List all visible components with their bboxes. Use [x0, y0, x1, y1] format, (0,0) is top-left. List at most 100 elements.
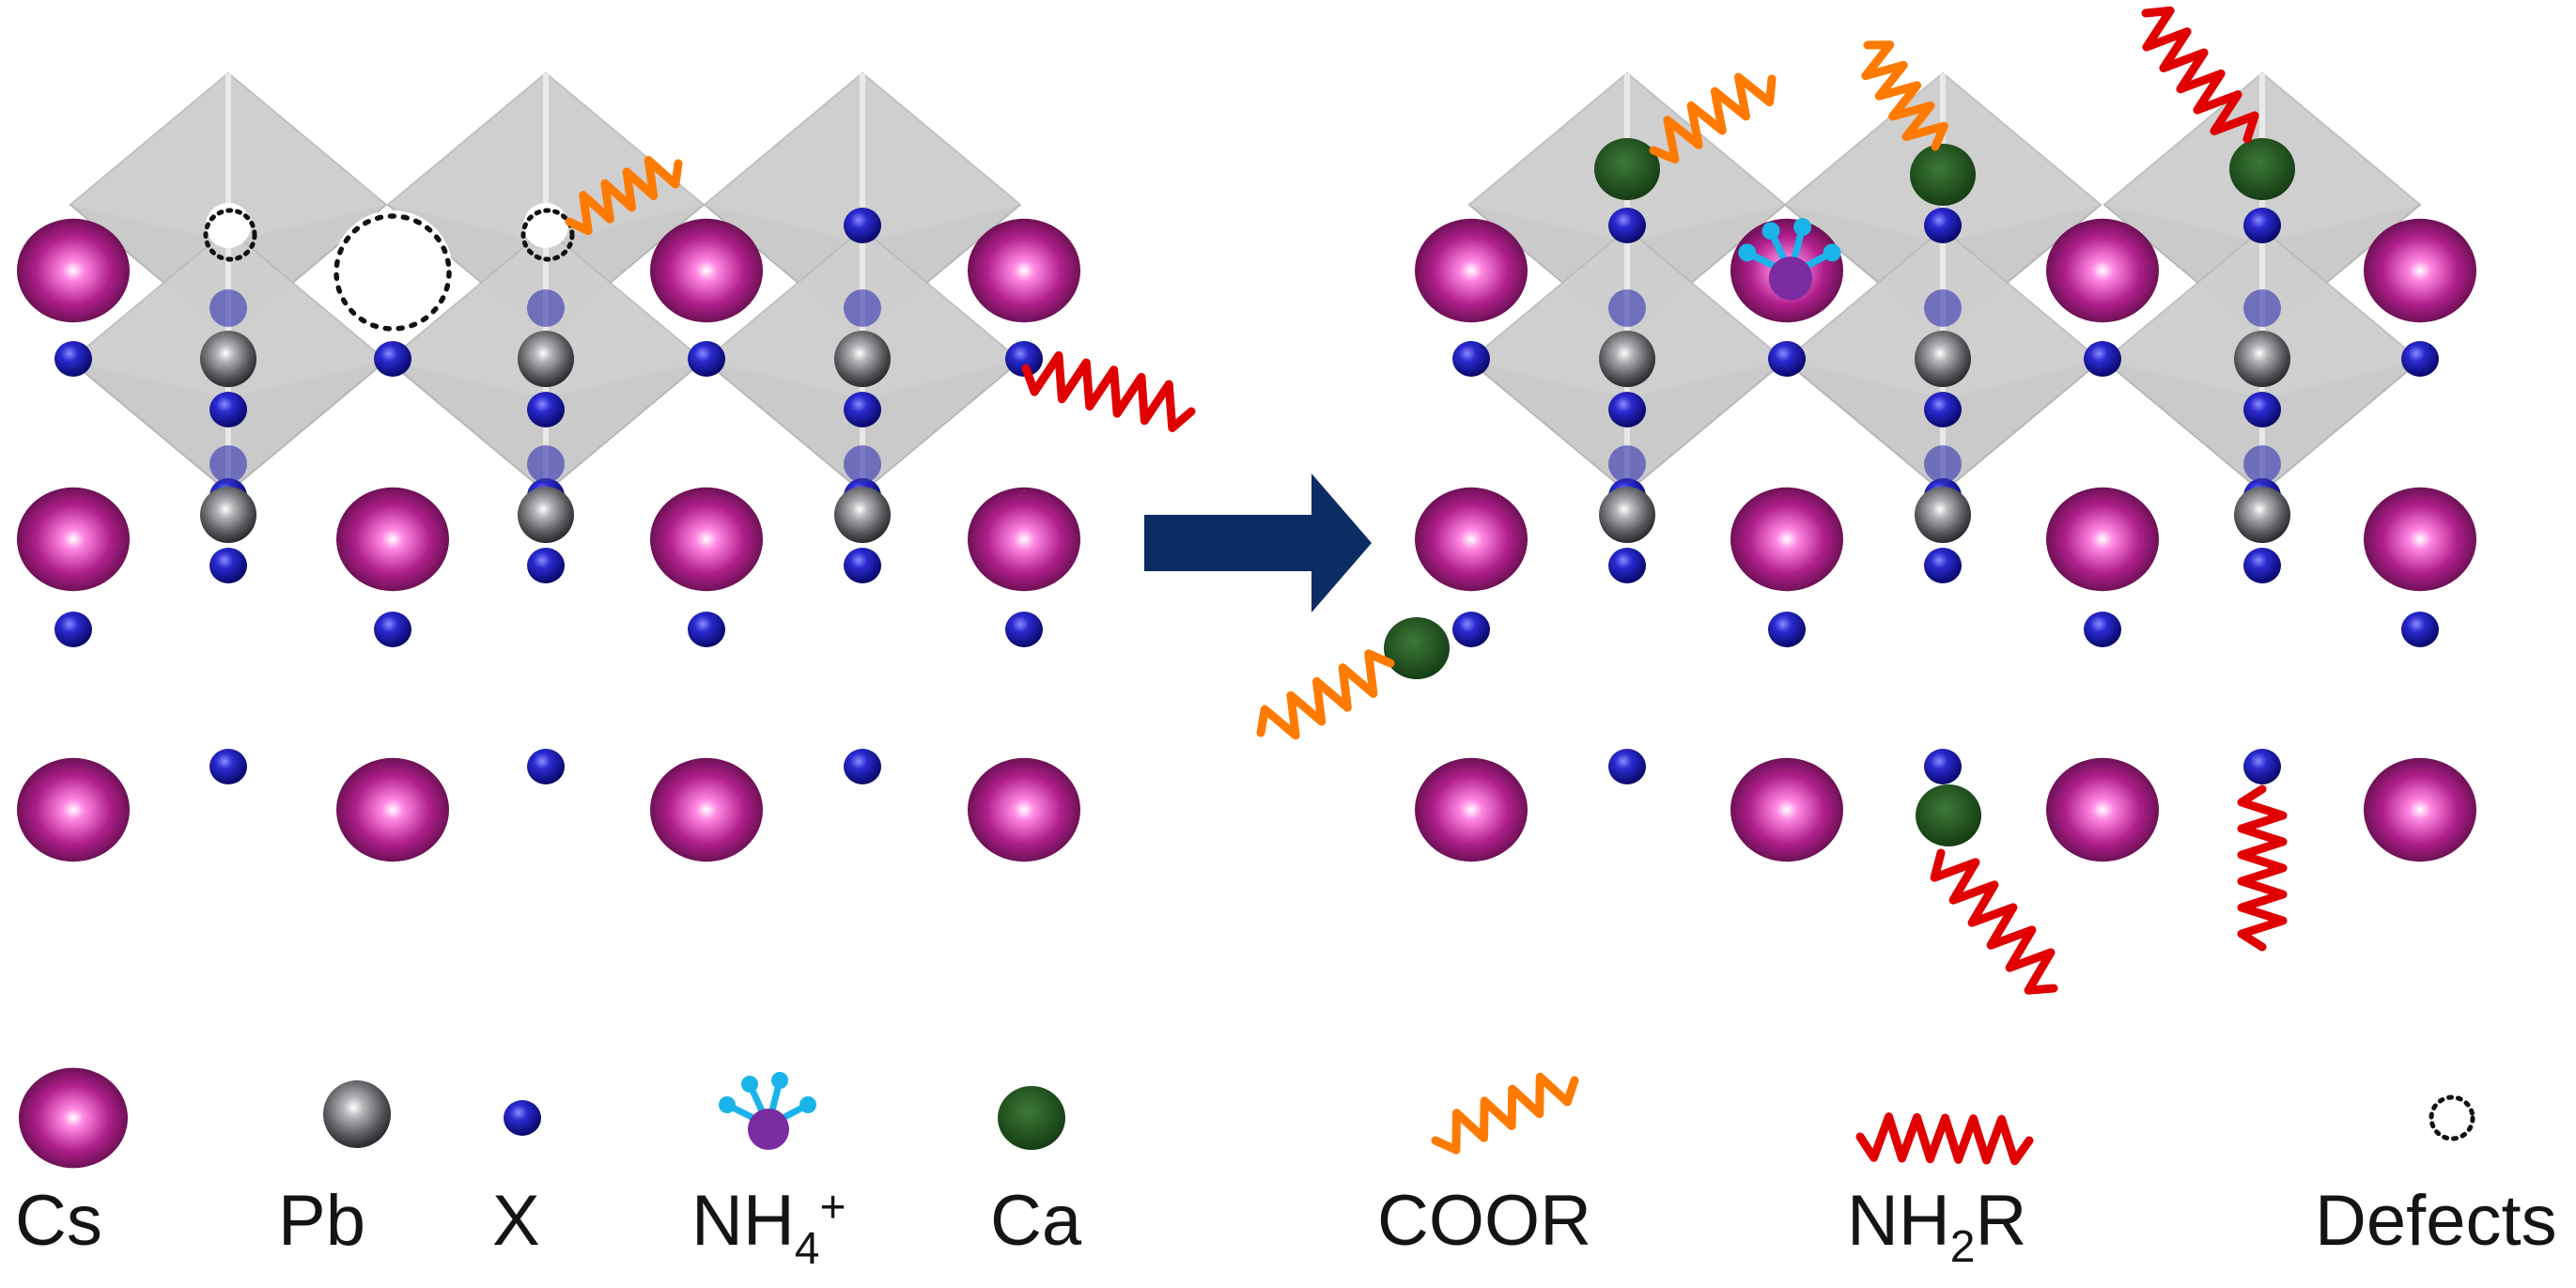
legend-nh2r-icon	[1855, 1112, 2034, 1166]
pb-atom	[834, 487, 891, 543]
x-atom	[504, 1100, 541, 1136]
pb-atom	[518, 331, 574, 387]
pb-atom	[1915, 487, 1971, 543]
x-atom	[1452, 612, 1490, 647]
cs-atom	[17, 757, 130, 862]
legend-label-ca: Ca	[990, 1181, 1082, 1261]
x-atom	[1608, 208, 1646, 243]
cs-atom	[1415, 487, 1528, 592]
legend-label-x: X	[492, 1181, 540, 1261]
pb-atom	[1599, 331, 1655, 387]
octahedron	[703, 71, 1022, 338]
cs-atom	[650, 218, 763, 323]
x-atom	[54, 612, 92, 647]
nh2r-ligand	[1930, 848, 2058, 995]
cs-atom	[650, 487, 763, 592]
cs-atom	[2364, 757, 2476, 862]
x-atom-back	[209, 289, 247, 327]
ca-atom	[998, 1086, 1065, 1150]
pb-atom	[2234, 331, 2290, 387]
x-atom	[1005, 341, 1043, 377]
x-atom-back	[1924, 445, 1962, 483]
vacancy-mask	[333, 210, 453, 331]
x-atom	[1452, 341, 1490, 377]
x-atom	[1768, 341, 1806, 377]
ligands-and-defects-layer	[203, 6, 2475, 1166]
nh4-molecule	[719, 1072, 816, 1150]
cs-atom	[17, 487, 130, 592]
defect-dotted-circle-icon	[2429, 1094, 2475, 1141]
legend-coor-icon	[1431, 1072, 1579, 1155]
pb-atom	[834, 331, 891, 387]
ca-atom	[1594, 138, 1660, 200]
x-atom	[844, 208, 881, 243]
pb-atom	[1599, 487, 1655, 543]
pb-atom	[518, 487, 574, 543]
x-atom	[1005, 612, 1043, 647]
x-atom	[2401, 341, 2439, 377]
defect-dotted-circle-icon	[203, 208, 257, 262]
cs-atom	[336, 487, 449, 592]
nh4-molecule	[1738, 218, 1841, 301]
x-atom	[209, 548, 247, 583]
x-atom	[844, 392, 881, 427]
nh2r-ligand	[1021, 350, 1196, 432]
x-atom	[688, 341, 725, 377]
cs-atom	[1730, 757, 1843, 862]
x-atom-back	[1608, 289, 1646, 327]
x-atom	[2084, 341, 2121, 377]
x-atom	[209, 749, 247, 784]
x-atom	[844, 749, 881, 784]
cs-atom	[2364, 218, 2476, 323]
cs-atom	[1415, 757, 1528, 862]
legend-label-coor: COOR	[1377, 1181, 1591, 1261]
x-atom-back	[1608, 445, 1646, 483]
legend-label-nh4: NH4+	[691, 1181, 846, 1274]
cs-atom	[968, 218, 1080, 323]
pb-atom	[2234, 487, 2290, 543]
legend-label-pb: Pb	[278, 1181, 365, 1261]
x-atom	[527, 749, 565, 784]
x-atom	[374, 612, 411, 647]
x-atom-back	[1924, 289, 1962, 327]
x-atom-back	[844, 289, 881, 327]
x-atom	[1608, 749, 1646, 784]
x-atom	[2084, 612, 2121, 647]
cs-atom	[336, 757, 449, 862]
x-atom	[2243, 548, 2281, 583]
coor-ligand	[1861, 40, 1948, 151]
defect-dotted-circle-icon	[334, 213, 452, 332]
legend-label-cs: Cs	[15, 1181, 102, 1261]
ca-atom	[1384, 617, 1450, 679]
cs-atom	[2364, 487, 2476, 592]
defect-dotted-circle-icon	[520, 208, 575, 262]
x-atom	[1924, 208, 1962, 243]
x-atom-back	[844, 445, 881, 483]
x-atom	[1768, 612, 1806, 647]
coor-ligand	[1649, 72, 1777, 163]
x-atom	[1608, 392, 1646, 427]
cs-atom	[2046, 487, 2159, 592]
x-atom	[1608, 548, 1646, 583]
cs-atom	[2046, 218, 2159, 323]
x-atom	[54, 341, 92, 377]
legend-label-defects: Defects	[2315, 1181, 2557, 1261]
cs-atom	[1730, 487, 1843, 592]
transform-right-arrow-icon	[1144, 473, 1372, 613]
ca-atom	[2229, 138, 2295, 200]
x-atom	[2401, 612, 2439, 647]
x-atom	[527, 392, 565, 427]
x-atom	[1924, 392, 1962, 427]
coor-ligand	[565, 156, 683, 236]
x-atom-back	[2243, 289, 2281, 327]
x-atom-back	[2243, 445, 2281, 483]
coor-ligand	[1256, 649, 1395, 740]
cs-atom	[1415, 218, 1528, 323]
cs-atom	[968, 487, 1080, 592]
cs-atom	[19, 1067, 128, 1169]
cs-atom	[17, 218, 130, 323]
x-atom	[844, 548, 881, 583]
cs-atom	[2046, 757, 2159, 862]
nh2r-ligand	[2141, 6, 2259, 144]
ca-atom	[1916, 784, 1981, 846]
